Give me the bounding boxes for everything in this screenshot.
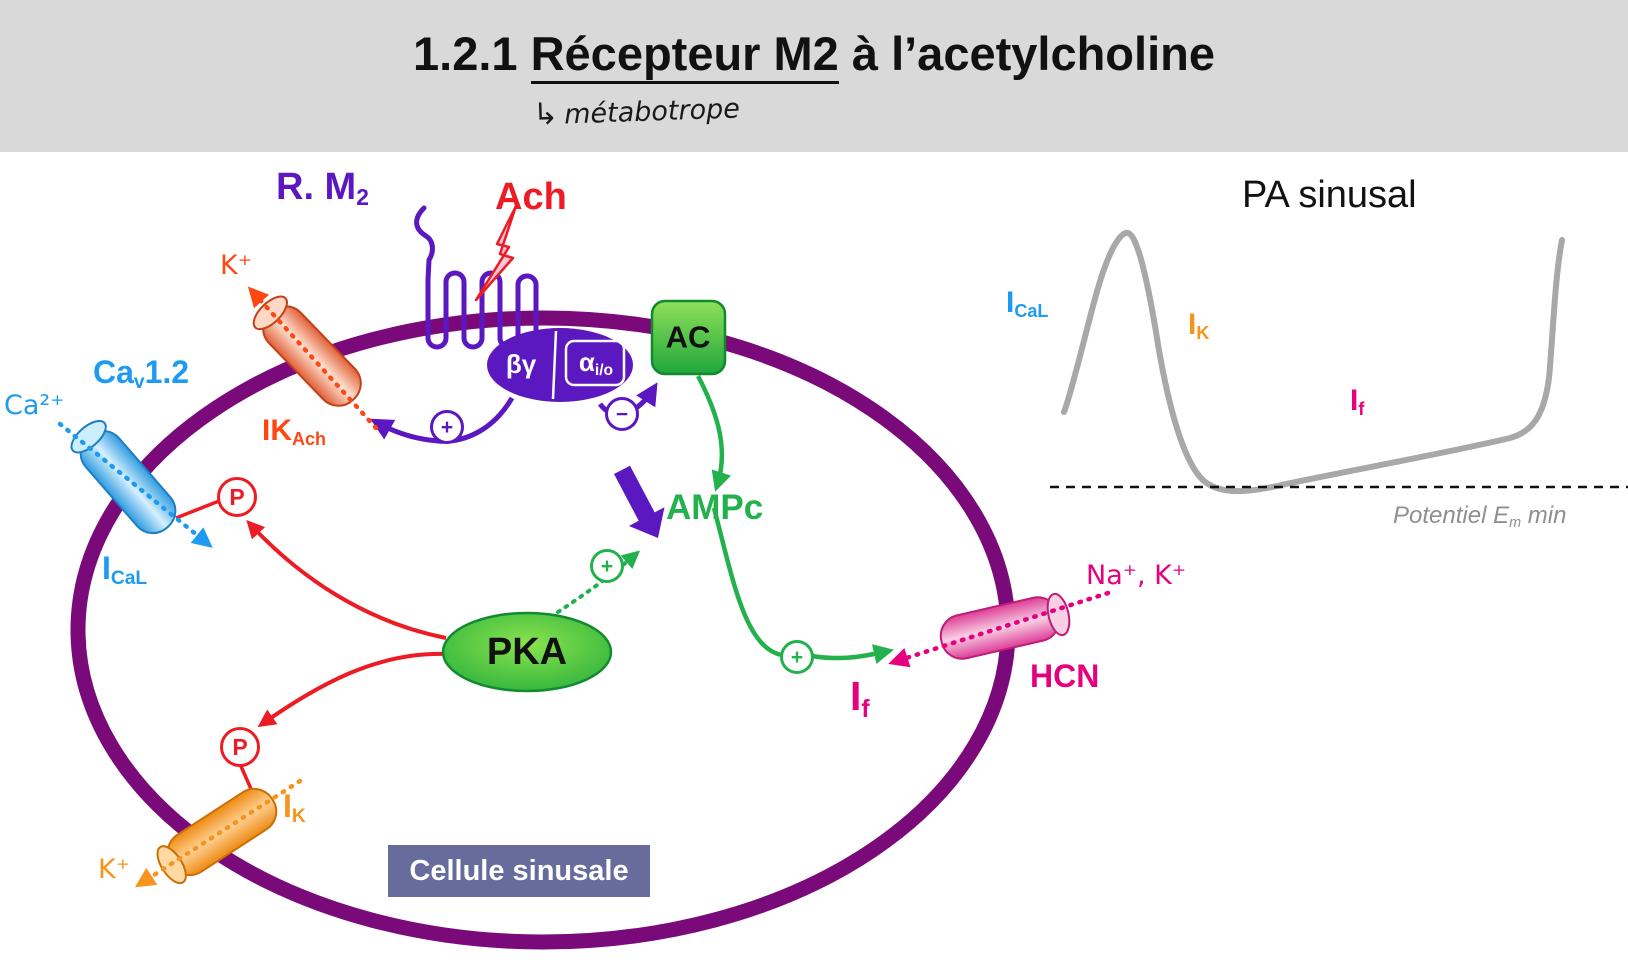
title-prefix: 1.2.1 <box>413 27 531 80</box>
plus-badge-hcn: + <box>780 640 814 674</box>
graph-ik-sub: K <box>1196 323 1210 344</box>
cav12-name-label: Cav1.2 <box>93 354 190 392</box>
arrow-ac-to-ampc <box>696 374 731 492</box>
alpha-main: α <box>578 347 595 377</box>
graph-ical-main: I <box>1006 286 1015 319</box>
phospho-badge-ik: P <box>220 727 260 767</box>
alpha-subunit-outline <box>564 339 626 387</box>
ampc-label: AMPc <box>666 488 764 527</box>
flux-ca-in <box>57 421 213 548</box>
graph-title: PA sinusal <box>1242 174 1417 216</box>
ik-current-label: IK <box>283 788 306 826</box>
graph-ik-label: IK <box>1188 308 1210 344</box>
m2-receptor-serpentine <box>414 205 561 359</box>
alpha-sub: i/o <box>594 362 614 380</box>
g-protein-divider <box>551 330 558 400</box>
arrow-ampc-to-hcn-2 <box>811 644 894 665</box>
k-ion-top-label: K⁺ <box>220 250 252 281</box>
block-arrow-decrease-ampc <box>614 465 665 538</box>
ikach-current-label: IKAch <box>262 414 327 450</box>
ical-sub: CaL <box>110 568 148 590</box>
ac-label: AC <box>665 319 711 355</box>
ical-current-label: ICaL <box>102 550 147 588</box>
graph-if-sub: f <box>1358 399 1365 420</box>
minus-badge-ac: − <box>605 397 639 431</box>
graph-ical-label: ICaL <box>1006 286 1049 322</box>
cav12-suffix: 1.2 <box>144 354 190 390</box>
graph-if-main: I <box>1350 384 1359 417</box>
cell-name-box: Cellule sinusale <box>388 845 650 897</box>
title-underlined: Récepteur M2 <box>530 27 839 84</box>
cell-name-text: Cellule sinusale <box>409 854 629 887</box>
pka-label: PKA <box>486 631 568 673</box>
receptor-m2-sub: 2 <box>356 184 369 211</box>
ik-sub: K <box>291 806 306 828</box>
ap-curve <box>1061 230 1565 495</box>
if-main: I <box>850 673 862 719</box>
receptor-m2-main: R. M <box>276 166 357 208</box>
em-note-prefix: Potentiel E <box>1393 502 1510 529</box>
ical-main: I <box>102 550 111 586</box>
ca-ion-label: Ca²⁺ <box>4 390 65 421</box>
page-title: 1.2.1 Récepteur M2 à l’acetylcholine <box>0 26 1628 84</box>
arrow-pka-to-ical <box>246 520 447 640</box>
ik-main: I <box>283 788 292 824</box>
flux-k-out-bottom <box>134 778 303 888</box>
hcn-name-label: HCN <box>1030 658 1100 694</box>
link-p-to-cav <box>175 499 220 520</box>
lightning-bolt-icon <box>474 204 518 302</box>
receptor-m2-label: R. M2 <box>276 166 369 209</box>
nak-ion-label: Na⁺, K⁺ <box>1086 560 1187 591</box>
k-ion-bottom-label: K⁺ <box>98 854 130 885</box>
cav12-main: Ca <box>93 354 134 390</box>
arrow-ampc-to-pka <box>556 550 641 614</box>
flux-nak-in <box>888 590 1111 668</box>
arrow-pka-to-ik <box>257 651 447 728</box>
cav12-sub: v <box>133 372 145 394</box>
em-note-suffix: min <box>1521 502 1567 529</box>
if-sub: f <box>861 695 870 723</box>
plus-badge-ikach: + <box>430 410 464 444</box>
em-note-sub: m <box>1509 515 1522 532</box>
graph-ical-sub: CaL <box>1014 301 1049 322</box>
alpha-io-label: αi/o <box>578 347 613 379</box>
ach-label: Ach <box>495 176 567 218</box>
flux-k-out-top <box>247 286 379 431</box>
graph-ik-main: I <box>1188 308 1197 341</box>
plus-badge-pka: + <box>590 549 624 583</box>
ac-box <box>650 299 727 376</box>
beta-gamma-label: βγ <box>505 349 537 379</box>
ikach-main: IK <box>262 414 292 447</box>
phospho-badge-cav: P <box>217 477 257 517</box>
channel-cav12 <box>70 420 177 535</box>
graph-if-label: If <box>1350 384 1365 420</box>
g-protein-body <box>487 328 633 402</box>
title-suffix: à l’acetylcholine <box>838 27 1215 80</box>
ikach-sub: Ach <box>292 429 327 450</box>
header-band: 1.2.1 Récepteur M2 à l’acetylcholine ↳mé… <box>0 0 1628 152</box>
if-current-label: If <box>850 673 870 722</box>
pka-body <box>441 611 613 693</box>
arrow-ampc-to-hcn-1 <box>711 507 783 658</box>
em-min-note: Potentiel Em min <box>1393 502 1567 532</box>
